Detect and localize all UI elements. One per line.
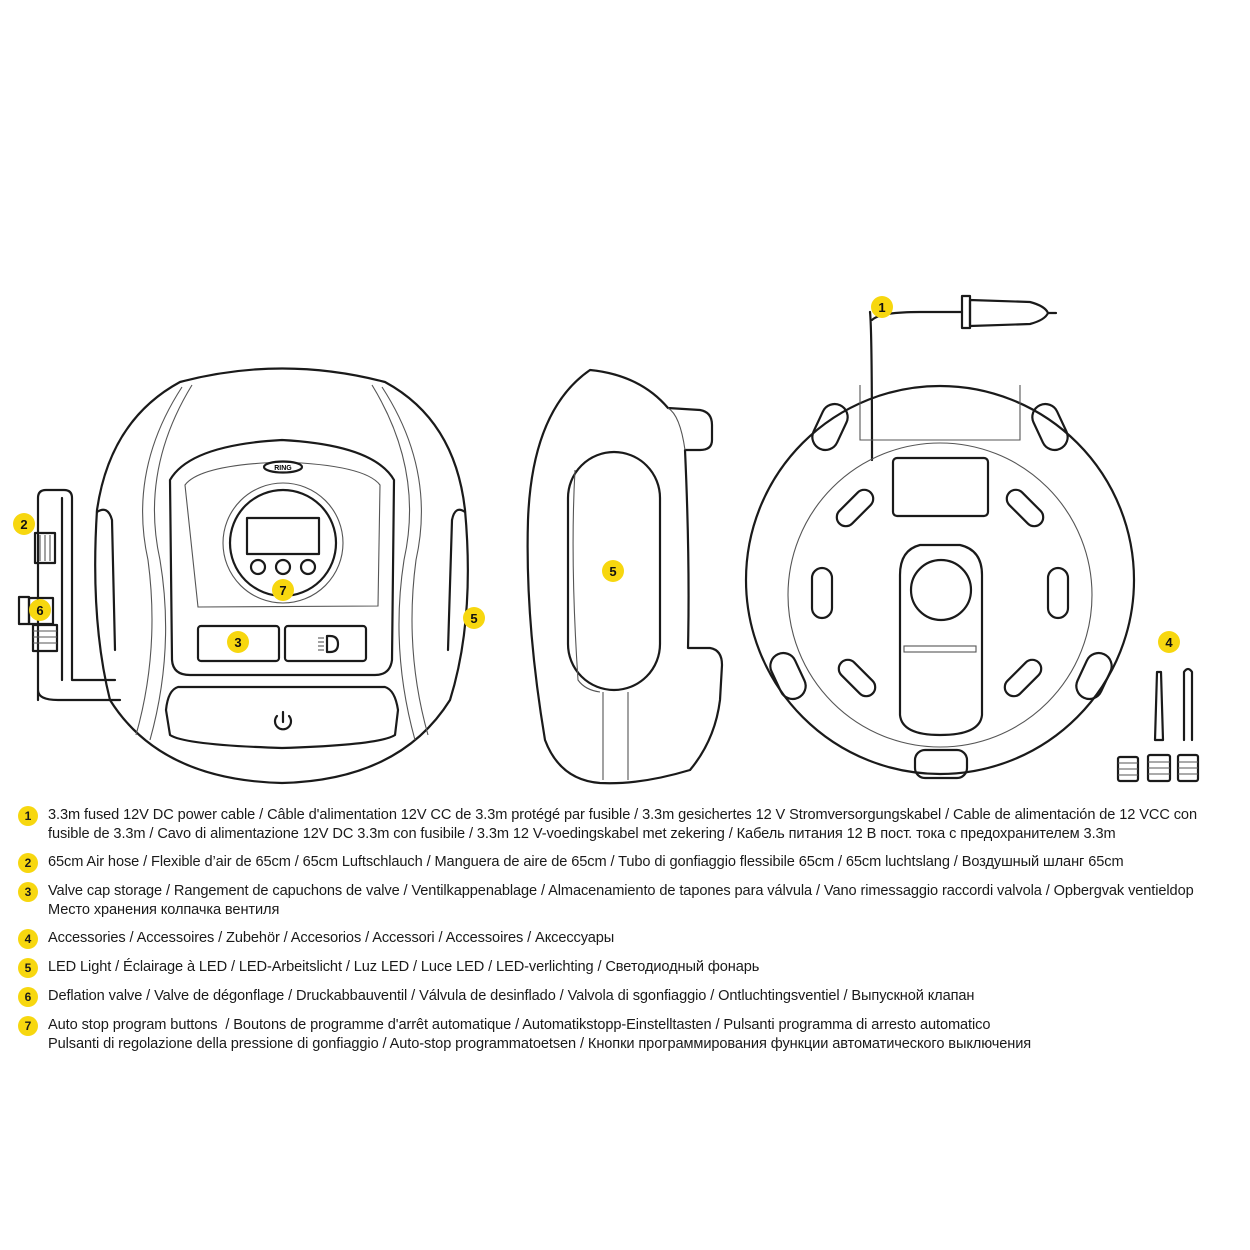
- legend-badge: 6: [18, 987, 38, 1007]
- front-view: RING: [17, 367, 469, 785]
- power-icon: [273, 710, 293, 731]
- callout-4: 4: [1158, 631, 1180, 653]
- svg-text:2: 2: [20, 517, 27, 532]
- program-button-3[interactable]: [299, 558, 317, 576]
- svg-text:7: 7: [279, 583, 286, 598]
- callout-2: 2: [13, 513, 35, 535]
- label-plate: [891, 456, 990, 518]
- product-diagram: RING: [13, 294, 1200, 785]
- valve-cap-storage[interactable]: [196, 624, 281, 663]
- back-view: [744, 294, 1136, 780]
- power-cable: [868, 310, 874, 462]
- lcd-display: [245, 516, 321, 556]
- ring-logo-text: RING: [274, 465, 292, 472]
- legend-badge: 3: [18, 882, 38, 902]
- legend-text: 65cm Air hose / Flexible d’air de 65cm /…: [48, 854, 1124, 870]
- callout-7: 7: [272, 579, 294, 601]
- legend-text: LED Light / Éclairage à LED / LED-Arbeit…: [48, 959, 760, 975]
- legend-text: Accessories / Accessoires / Zubehör / Ac…: [48, 930, 615, 946]
- hose-compartment: [898, 543, 984, 737]
- legend-badge: 5: [18, 958, 38, 978]
- accessories: [1116, 667, 1200, 783]
- cigarette-plug: [960, 294, 1058, 330]
- callout-3: 3: [227, 631, 249, 653]
- legend-badge: 1: [18, 806, 38, 826]
- legend-text: fusible de 3.3m / Cavo di alimentazione …: [48, 825, 1116, 842]
- back-foot: [913, 748, 969, 780]
- led-light-lens: [566, 450, 662, 692]
- program-button-2[interactable]: [274, 558, 292, 576]
- program-button-1[interactable]: [249, 558, 267, 576]
- callout-6: 6: [29, 599, 51, 621]
- back-body: [744, 384, 1136, 776]
- svg-text:4: 4: [1165, 635, 1173, 650]
- front-body: [94, 367, 469, 785]
- headlight-icon: [318, 634, 340, 654]
- legend-text: 3.3m fused 12V DC power cable / Câble d'…: [48, 807, 1197, 823]
- svg-text:5: 5: [470, 611, 477, 626]
- legend-item-5: 5 LED Light / Éclairage à LED / LED-Arbei…: [18, 958, 759, 978]
- svg-text:5: 5: [609, 564, 616, 579]
- legend-badge: 2: [18, 853, 38, 873]
- callout-1: 1: [871, 296, 893, 318]
- legend-text: Valve cap storage / Rangement de capucho…: [48, 883, 1194, 899]
- svg-text:1: 1: [878, 300, 885, 315]
- power-button-panel[interactable]: [164, 685, 400, 750]
- legend-text: Pulsanti di regolazione della pressione …: [48, 1035, 1032, 1052]
- led-light-button[interactable]: [283, 624, 368, 663]
- legend-text: Deflation valve / Valve de dégonflage / …: [48, 988, 975, 1004]
- legend-item-1: 1 3.3m fused 12V DC power cable / Câble d…: [18, 806, 1197, 843]
- svg-text:3: 3: [234, 635, 241, 650]
- air-hose: [17, 488, 122, 702]
- callout-5-front: 5: [463, 607, 485, 629]
- legend-item-6: 6 Deflation valve / Valve de dégonflage /…: [18, 987, 974, 1007]
- legend-item-4: 4 Accessories / Accessoires / Zubehör / A…: [18, 929, 614, 949]
- legend-badge: 7: [18, 1016, 38, 1036]
- legend-badge: 4: [18, 929, 38, 949]
- legend-item-7: 7 Auto stop program buttons / Boutons de …: [18, 1016, 1031, 1053]
- svg-text:6: 6: [36, 603, 43, 618]
- side-view: [526, 368, 724, 785]
- ring-logo: [262, 460, 304, 474]
- legend-text: Auto stop program buttons / Boutons de p…: [48, 1017, 991, 1033]
- callout-5-side: 5: [602, 560, 624, 582]
- control-panel: [168, 438, 396, 677]
- legend-item-2: 2 65cm Air hose / Flexible d’air de 65cm …: [18, 853, 1124, 873]
- legend-text: Место хранения колпачка вентиля: [48, 901, 280, 918]
- legend-item-3: 3 Valve cap storage / Rangement de capuch…: [18, 882, 1194, 919]
- side-body: [526, 368, 724, 785]
